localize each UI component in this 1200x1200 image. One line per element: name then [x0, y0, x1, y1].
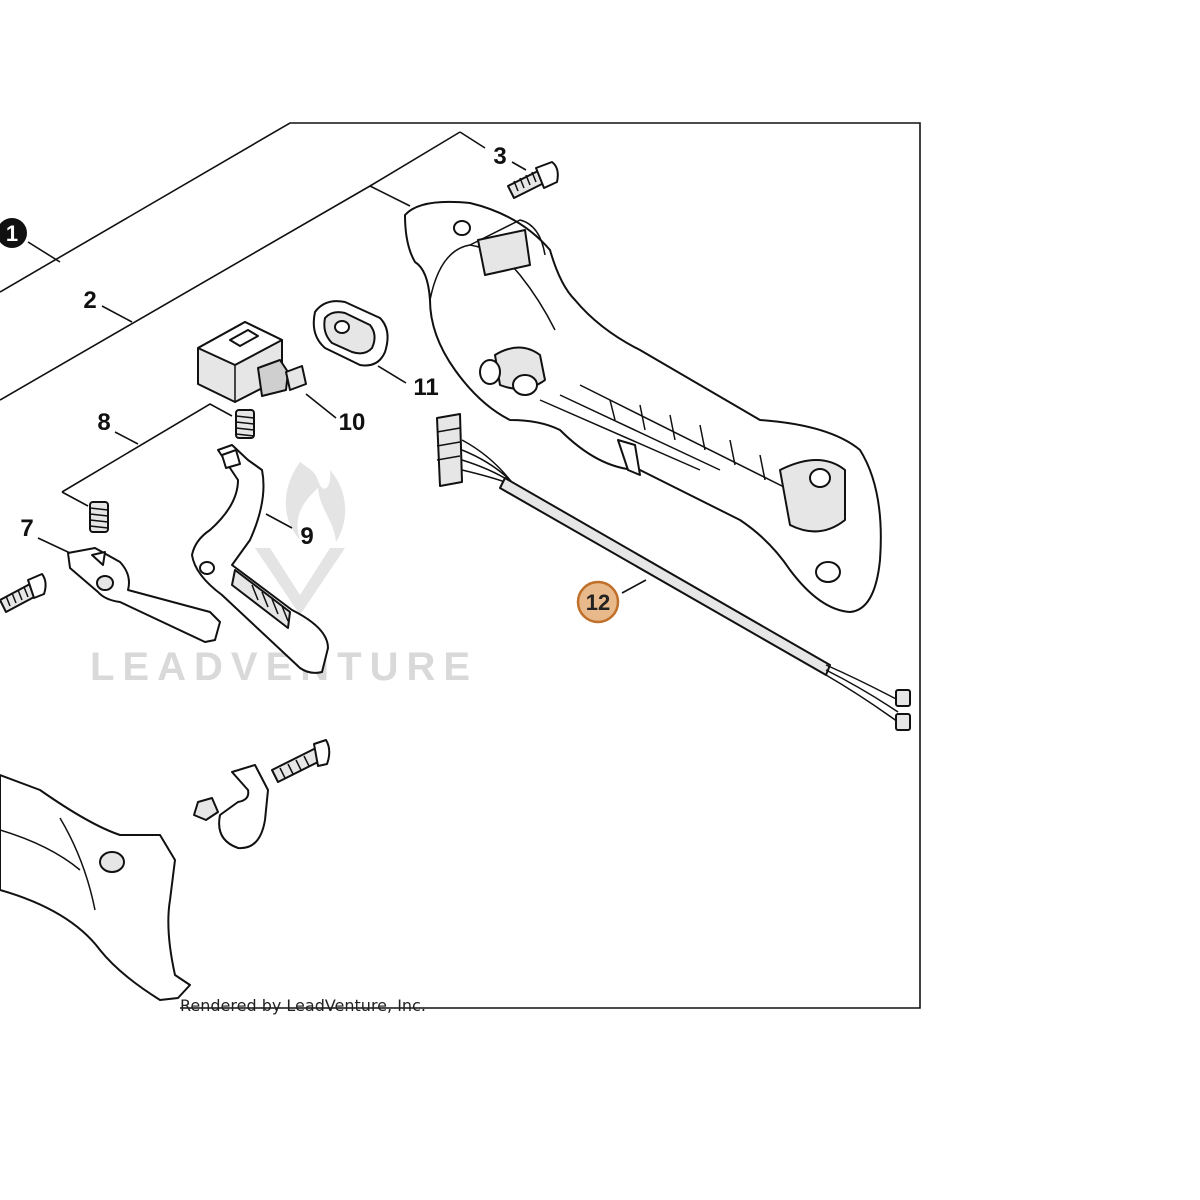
assembly-frame [0, 122, 921, 1009]
callout-7: 7 [20, 515, 33, 542]
callout-10: 10 [339, 409, 366, 436]
part-shaft-tube [0, 774, 191, 1001]
spring-lower [89, 501, 109, 533]
part-8-springs [89, 409, 255, 533]
callout-2: 2 [83, 287, 96, 314]
part-10-switch [197, 321, 307, 403]
callout-8: 8 [97, 409, 110, 436]
watermark-text: LEADVENTURE [90, 645, 478, 689]
clamp-assembly [193, 739, 331, 850]
screw-left [0, 573, 47, 613]
spring-upper [235, 409, 255, 439]
part-11-grommet [312, 300, 389, 367]
render-credit: Rendered by LeadVenture, Inc. [180, 996, 426, 1015]
callout-9: 9 [300, 523, 313, 550]
callout-1-label: 1 [6, 221, 18, 246]
callout-leaders [27, 161, 647, 594]
part-9-trigger [191, 444, 329, 674]
watermark: LEADVENTURE [90, 462, 478, 689]
callout-12-label: 12 [586, 590, 610, 615]
callout-11: 11 [413, 374, 438, 401]
callout-12-highlighted[interactable]: 12 [576, 580, 620, 624]
callout-3: 3 [493, 143, 506, 170]
callout-1: 1 [0, 218, 27, 248]
part-12-wiring-harness [436, 413, 911, 731]
part-2-handle-housing [404, 200, 882, 613]
part-7-lever [67, 547, 221, 643]
part-3-screw [507, 161, 559, 199]
